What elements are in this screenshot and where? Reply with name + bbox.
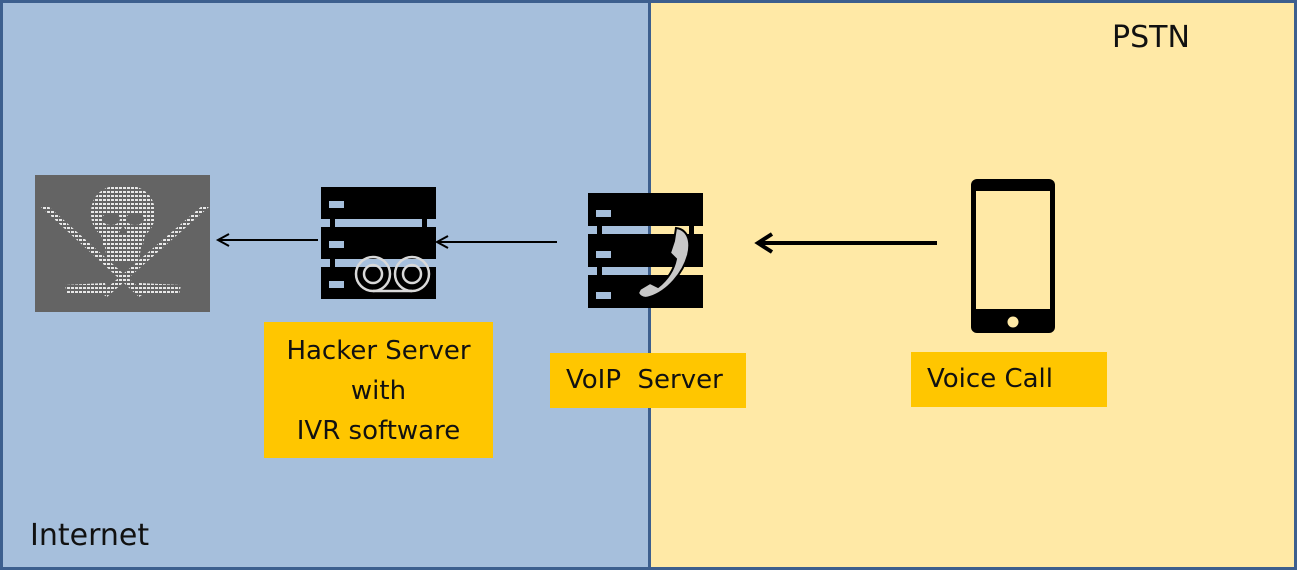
internet-label: Internet [30, 518, 150, 553]
server-tape-recorder-icon [321, 187, 436, 299]
pstn-label: PSTN [1112, 20, 1190, 55]
voice-call-caption: Voice Call [911, 352, 1107, 407]
server-phone-icon [588, 193, 703, 308]
arrow-phone-to-voip [754, 232, 937, 254]
caption-line: with [350, 376, 407, 406]
hacker-server-caption: Hacker Server with IVR software [264, 322, 493, 458]
pirate-skull-crossbones-icon [35, 175, 210, 312]
caption-line: IVR software [296, 416, 461, 446]
smartphone-icon [971, 179, 1055, 333]
caption-line: Hacker Server [286, 336, 471, 366]
voip-server-caption: VoIP Server [550, 353, 746, 408]
arrow-voip-to-hacker-server [434, 235, 557, 249]
arrow-hacker-server-to-hacker [215, 233, 318, 247]
